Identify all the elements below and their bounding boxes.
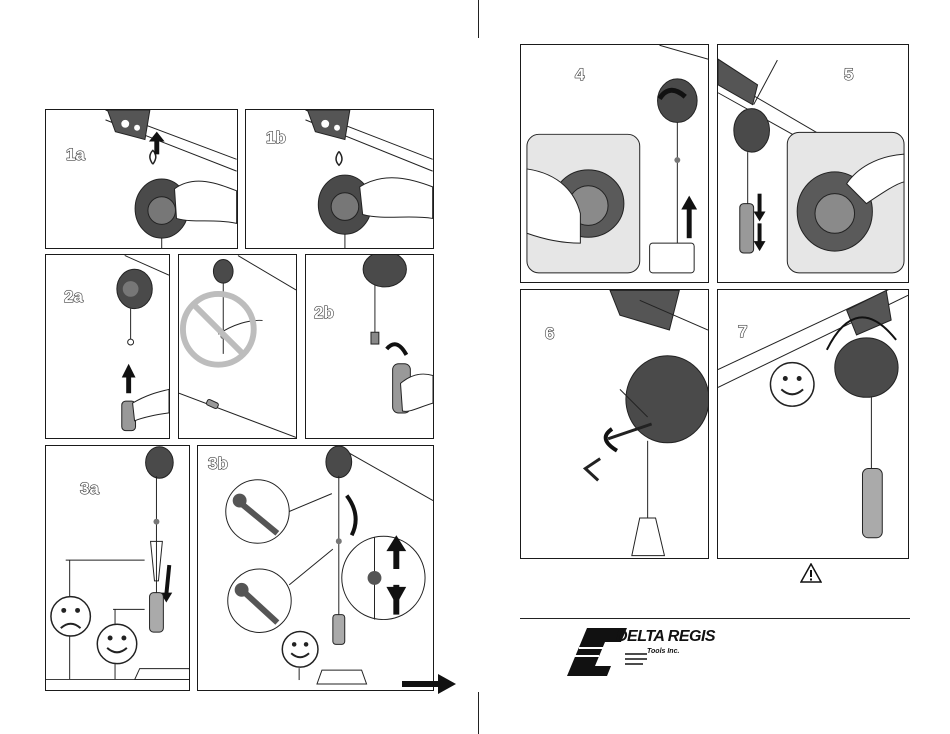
panel-prohibited: [178, 254, 297, 439]
step-2b-illustration: [306, 255, 433, 438]
warning-triangle-icon: [800, 563, 822, 583]
panel-step-3b: 3b: [197, 445, 434, 691]
panel-step-3a: 3a: [45, 445, 190, 691]
panel-step-1b: 1b: [245, 109, 434, 249]
step-4-illustration: [521, 45, 708, 282]
step-label-2b: 2b: [314, 303, 334, 323]
panel-step-2b: 2b: [305, 254, 434, 439]
smiley-happy-icon-3b: [282, 631, 318, 667]
step-2a-illustration: [46, 255, 169, 438]
footer-rule: [520, 618, 910, 619]
smiley-happy-icon: [97, 624, 136, 663]
panel-step-5: 5: [717, 44, 909, 283]
step-label-3a: 3a: [80, 479, 99, 499]
panel-step-7: 7: [717, 289, 909, 559]
step-3a-illustration: [46, 446, 189, 690]
step-1a-illustration: [46, 110, 237, 248]
panel-step-1a: 1a: [45, 109, 238, 249]
panel-step-2a: 2a: [45, 254, 170, 439]
brand-name: DELTA REGIS: [616, 628, 715, 646]
step-label-7: 7: [738, 322, 747, 342]
step-5-illustration: [718, 45, 908, 282]
panel-step-4: 4: [520, 44, 709, 283]
fold-line-bottom: [478, 692, 479, 734]
step-label-2a: 2a: [64, 287, 83, 307]
prohibited-illustration: [179, 255, 296, 438]
smiley-sad-icon: [51, 597, 90, 636]
brand-subtitle: Tools Inc.: [647, 648, 679, 655]
step-label-1a: 1a: [66, 145, 85, 165]
smiley-happy-icon-7: [770, 363, 814, 407]
step-label-6: 6: [545, 324, 554, 344]
step-label-4: 4: [575, 65, 584, 85]
fold-line-top: [478, 0, 479, 38]
arrow-right-icon: [402, 674, 456, 694]
step-label-1b: 1b: [266, 128, 286, 148]
panel-step-6: 6: [520, 289, 709, 559]
step-label-3b: 3b: [208, 454, 228, 474]
prohibited-icon: [183, 294, 254, 365]
step-label-5: 5: [844, 65, 853, 85]
step-3b-illustration: [198, 446, 433, 690]
